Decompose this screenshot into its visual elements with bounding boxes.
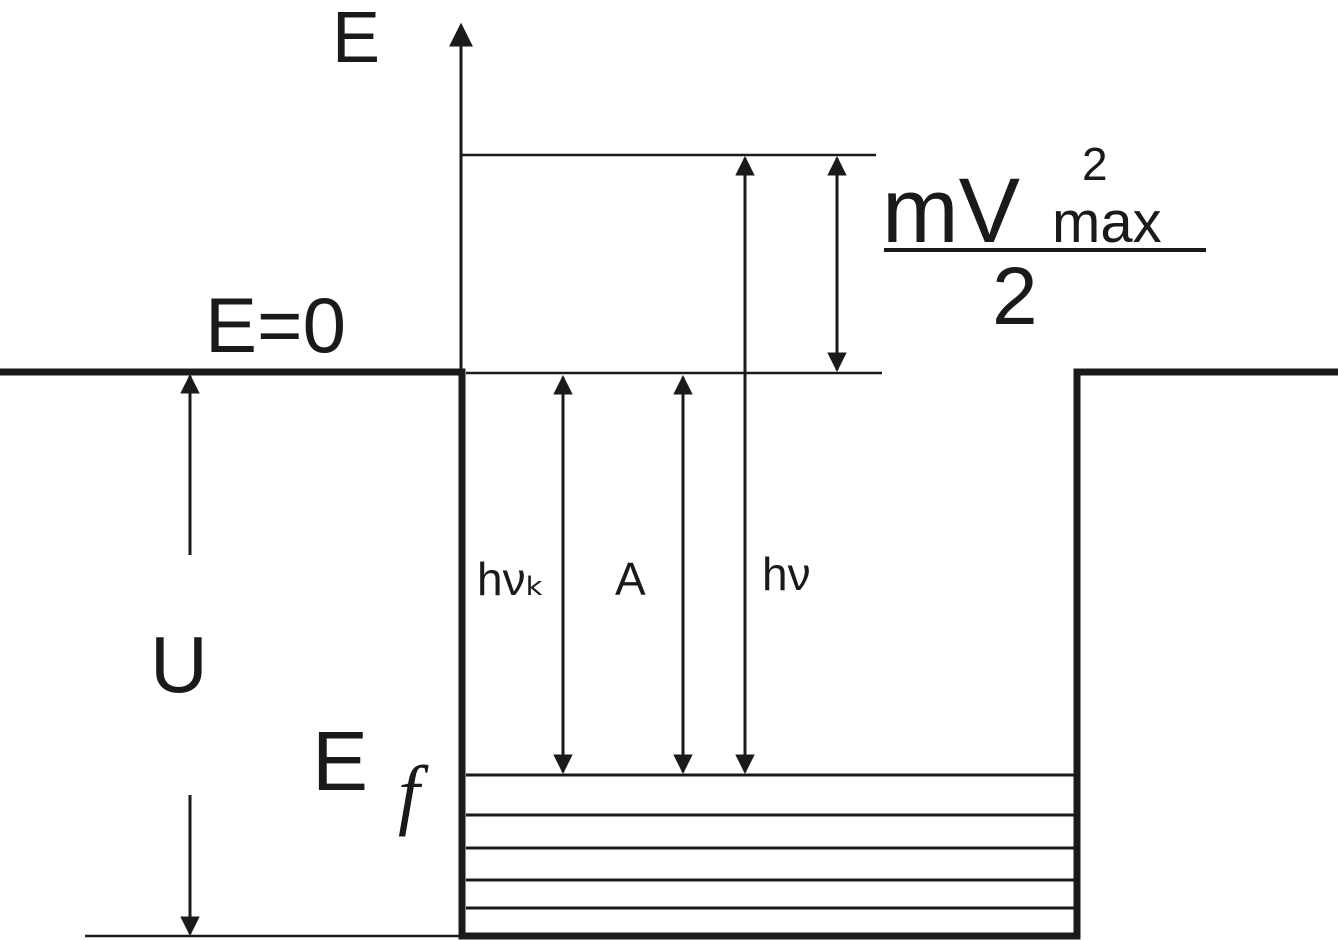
kinetic-numerator-main: mV: [882, 160, 1020, 262]
fermi-sea-levels: [466, 773, 1074, 910]
well-depth-label: U: [150, 620, 208, 709]
kinetic-numerator-superscript: 2: [1082, 138, 1108, 190]
work-function-label: A: [615, 553, 646, 605]
zero-level-label: E=0: [205, 281, 346, 369]
fermi-energy-label: E: [312, 714, 368, 808]
potential-well-outline: [0, 368, 1338, 940]
energy-axis-label: E: [332, 0, 380, 78]
photon-energy-label: hν: [762, 548, 811, 600]
kinetic-numerator-subscript: max: [1052, 190, 1162, 255]
fermi-energy-subscript: f: [398, 750, 429, 837]
kinetic-energy-formula: mV max 2 2: [882, 138, 1206, 342]
threshold-photon-label: hνₖ: [477, 553, 545, 605]
kinetic-denominator: 2: [992, 251, 1038, 342]
